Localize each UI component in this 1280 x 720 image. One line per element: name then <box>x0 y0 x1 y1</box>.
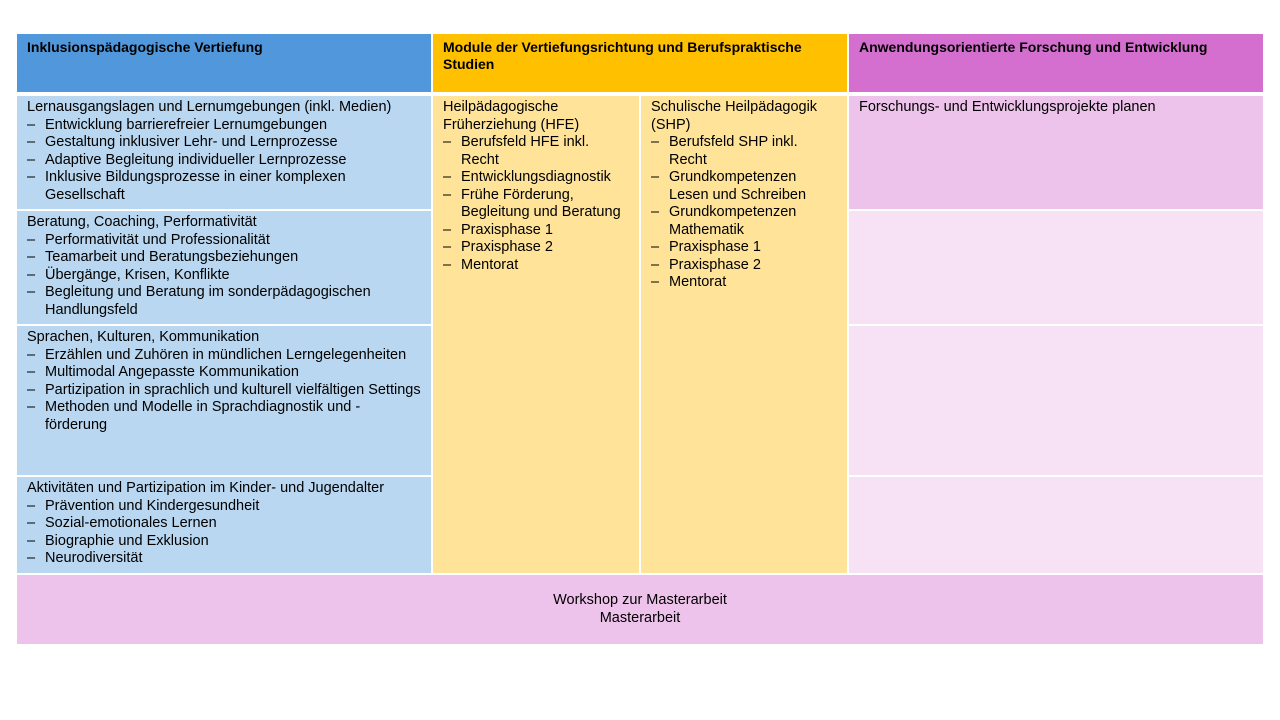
block-sprachen: Sprachen, Kulturen, Kommunikation Erzähl… <box>17 326 431 475</box>
list-item: Gestaltung inklusiver Lehr- und Lernproz… <box>27 134 421 152</box>
block-shp: Schulische Heilpädagogik (SHP) Berufsfel… <box>641 96 847 573</box>
list-item: Neurodiversität <box>27 550 421 568</box>
list-item: Performativität und Professionalität <box>27 232 421 250</box>
list-item: Mentorat <box>443 257 629 275</box>
list-item: Mentorat <box>651 274 837 292</box>
block-hfe: Heilpädagogische Früherziehung (HFE) Ber… <box>433 96 639 573</box>
list-item: Übergänge, Krisen, Konflikte <box>27 267 421 285</box>
list-item: Grundkompetenzen Mathematik <box>651 204 837 239</box>
block-title: Aktivitäten und Partizipation im Kinder-… <box>27 480 385 496</box>
list-item: Methoden und Modelle in Sprachdiagnostik… <box>27 399 421 434</box>
list-item: Entwicklungsdiagnostik <box>443 169 629 187</box>
list-item: Multimodal Angepasste Kommunikation <box>27 364 421 382</box>
list-item: Teamarbeit und Beratungsbeziehungen <box>27 249 421 267</box>
block-title: Sprachen, Kulturen, Kommunikation <box>27 329 260 345</box>
list-item: Frühe Förderung, Begleitung und Beratung <box>443 187 629 222</box>
block-empty-3 <box>849 477 1263 573</box>
block-empty-2 <box>849 326 1263 475</box>
list-item: Praxisphase 2 <box>651 257 837 275</box>
list-item: Begleitung und Beratung im sonderpädagog… <box>27 284 421 319</box>
list-item: Praxisphase 1 <box>651 239 837 257</box>
list-item: Grundkompetenzen Lesen und Schreiben <box>651 169 837 204</box>
list-item: Inklusive Bildungsprozesse in einer komp… <box>27 169 421 204</box>
footer-line-workshop: Workshop zur Masterarbeit <box>553 592 727 608</box>
block-forschungsprojekte: Forschungs- und Entwicklungsprojekte pla… <box>849 96 1263 209</box>
list-item: Entwicklung barrierefreier Lernumgebunge… <box>27 117 421 135</box>
list-item: Praxisphase 1 <box>443 222 629 240</box>
list-item: Berufsfeld SHP inkl. Recht <box>651 134 837 169</box>
header-inklusion: Inklusionspädagogische Vertiefung <box>17 34 431 92</box>
block-title: Schulische Heilpädagogik (SHP) <box>651 99 818 133</box>
list-item: Praxisphase 2 <box>443 239 629 257</box>
list-item: Partizipation in sprachlich und kulturel… <box>27 382 421 400</box>
header-forschung: Anwendungsorientierte Forschung und Entw… <box>849 34 1263 92</box>
header-inklusion-label: Inklusionspädagogische Vertiefung <box>27 39 263 55</box>
list-item: Prävention und Kindergesundheit <box>27 498 421 516</box>
footer-line-masterarbeit: Masterarbeit <box>599 609 681 626</box>
block-title: Lernausgangslagen und Lernumgebungen (in… <box>27 99 392 115</box>
list-item: Sozial-emotionales Lernen <box>27 515 421 533</box>
block-title: Beratung, Coaching, Performativität <box>27 214 257 230</box>
block-aktivitaeten: Aktivitäten und Partizipation im Kinder-… <box>17 477 431 573</box>
list-item: Adaptive Begleitung individueller Lernpr… <box>27 152 421 170</box>
block-masterarbeit: Workshop zur Masterarbeit Masterarbeit <box>17 575 1263 644</box>
list-item: Erzählen und Zuhören in mündlichen Lerng… <box>27 347 421 365</box>
list-item: Berufsfeld HFE inkl. Recht <box>443 134 629 169</box>
list-item: Biographie und Exklusion <box>27 533 421 551</box>
block-title: Forschungs- und Entwicklungsprojekte pla… <box>859 99 1156 115</box>
block-empty-1 <box>849 211 1263 324</box>
header-module: Module der Vertiefungsrichtung und Beruf… <box>433 34 847 92</box>
block-title: Heilpädagogische Früherziehung (HFE) <box>443 99 580 133</box>
header-forschung-label: Anwendungsorientierte Forschung und Entw… <box>859 39 1208 55</box>
header-module-label: Module der Vertiefungsrichtung und Beruf… <box>443 39 802 72</box>
block-lernausgangslagen: Lernausgangslagen und Lernumgebungen (in… <box>17 96 431 209</box>
block-beratung: Beratung, Coaching, Performativität Perf… <box>17 211 431 324</box>
